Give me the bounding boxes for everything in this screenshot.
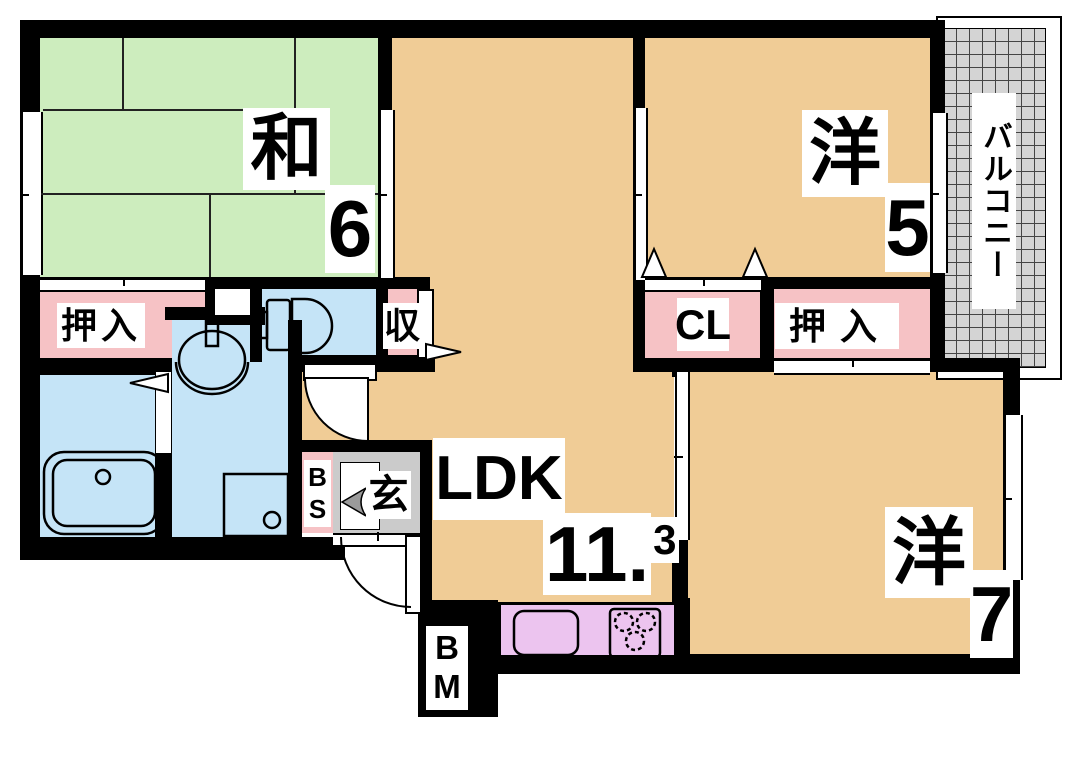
wall-top <box>20 20 945 38</box>
ldk-label: LDK <box>433 438 565 520</box>
wall-genkan-top <box>288 440 432 452</box>
sliding-door-ldk-west5 <box>633 108 648 280</box>
wall-bath-top <box>20 358 172 375</box>
wall-cl-divider <box>760 283 774 372</box>
window-japanese-room-left <box>20 112 43 275</box>
window-west7-right <box>1003 415 1023 580</box>
wall-washroom-right <box>288 320 302 543</box>
ldk-area-sup: 3 <box>651 516 679 563</box>
sliding-door-oshiire-right <box>774 358 930 375</box>
toilet-door-opening <box>215 289 250 315</box>
oshiire-right-label: 押入 <box>775 303 899 349</box>
sliding-door-ldk-west7 <box>674 372 690 540</box>
balcony-label: バルコニー <box>972 93 1016 309</box>
ldk-area-main: 11. <box>543 510 652 598</box>
sliding-door-jp-ldk <box>378 110 395 278</box>
window-west5-balcony <box>930 113 948 273</box>
washroom-door-leaf <box>303 363 377 381</box>
sliding-door-japanese-room-bottom <box>40 277 205 292</box>
kitchen-counter <box>498 602 677 658</box>
washroom-floor <box>172 320 290 537</box>
western-room-7-area: 7 <box>969 570 1014 658</box>
ldk-area: 11. 3 <box>543 513 679 595</box>
wall-left <box>20 20 40 560</box>
shu-storage-label: 収 <box>383 303 421 349</box>
cl-label: CL <box>675 298 731 351</box>
genkan-label: 玄 <box>366 471 411 519</box>
wall-bottom-left <box>20 537 345 560</box>
japanese-room-label: 和 <box>243 108 330 190</box>
oshiire-left-label: 押入 <box>57 303 145 348</box>
bath-door-opening <box>156 372 171 453</box>
western-room-5-label: 洋 <box>802 110 888 197</box>
bm-box-label: BM <box>426 626 468 710</box>
front-door-arc <box>340 536 412 608</box>
bs-box-label: BS <box>302 460 333 527</box>
wall-sqdoor-bottom <box>205 315 265 325</box>
wall-genkan-right <box>420 452 432 536</box>
wall-bottom-main <box>475 654 1020 674</box>
bathroom-floor <box>40 375 155 537</box>
front-door-leaf <box>405 535 422 614</box>
western-room-7-label: 洋 <box>885 507 973 598</box>
western-room-5-area: 5 <box>885 182 930 272</box>
japanese-room-area: 6 <box>325 185 375 273</box>
folding-door-cl-top <box>645 277 761 292</box>
